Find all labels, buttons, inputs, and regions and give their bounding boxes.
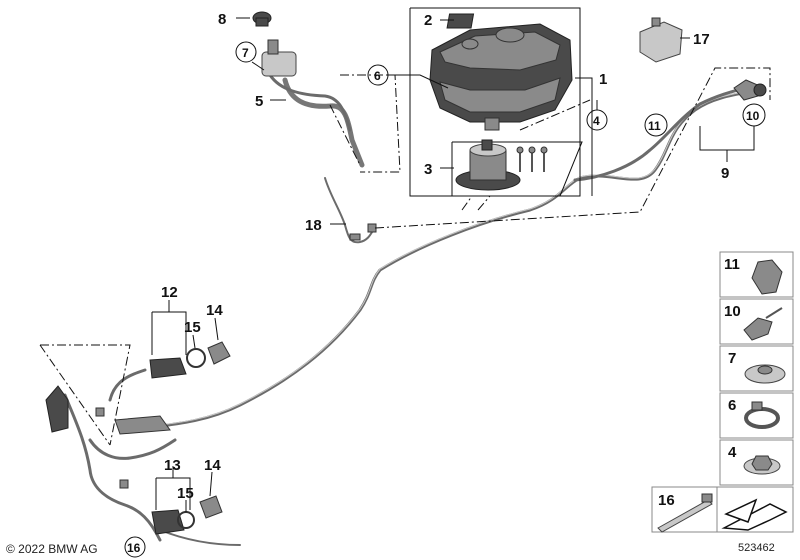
callout-18: 18 — [305, 217, 322, 234]
callout-11-circle — [644, 113, 668, 137]
fuel-tank — [429, 23, 573, 131]
tank-pad — [446, 13, 475, 29]
callout-2: 2 — [424, 12, 432, 29]
legend-cell-6 — [719, 392, 794, 439]
connector-icon-10 — [743, 317, 773, 341]
vent-pipe-18 — [324, 177, 377, 244]
callout-14-lower: 14 — [204, 457, 221, 474]
arrow-icon — [721, 503, 788, 531]
callout-4: 4 — [593, 114, 600, 128]
legend-label-11: 11 — [724, 256, 740, 273]
callout-3: 3 — [424, 161, 432, 178]
legend-label-4: 4 — [728, 444, 737, 461]
callout-14-upper: 14 — [206, 302, 223, 319]
legend-label-7: 7 — [728, 350, 736, 367]
callout-16-circle — [124, 536, 146, 558]
callout-17: 17 — [693, 31, 710, 48]
fuel-sender-unit — [455, 139, 521, 191]
bracket-17 — [639, 17, 683, 63]
document-number: 523462 — [738, 542, 775, 554]
cable-tie-icon-16 — [657, 499, 713, 533]
legend-label-10: 10 — [724, 303, 741, 320]
callout-8: 8 — [218, 11, 226, 28]
clip-icon-11 — [751, 259, 783, 295]
fuel-tank-group — [409, 7, 598, 197]
callout-7: 7 — [242, 46, 249, 60]
callout-6: 6 — [374, 69, 381, 83]
callout-13: 13 — [164, 457, 181, 474]
callout-5: 5 — [255, 93, 263, 110]
callout-6-circle — [367, 64, 389, 86]
legend-panel: 11 10 7 6 4 16 — [651, 251, 794, 533]
copyright-notice: © 2022 BMW AG — [6, 542, 98, 556]
legend-label-6: 6 — [728, 397, 736, 414]
filler-neck — [252, 11, 365, 168]
callout-15-upper: 15 — [184, 319, 201, 336]
main-fuel-line — [128, 84, 762, 432]
callout-15-lower: 15 — [177, 485, 194, 502]
callout-10-circle — [742, 103, 766, 127]
callout-16: 16 — [127, 541, 141, 555]
callout-12: 12 — [161, 284, 178, 301]
callout-1: 1 — [599, 71, 607, 88]
callout-7-circle — [235, 41, 257, 63]
callout-labels: 8 7 5 2 6 1 4 3 17 11 10 9 18 12 15 14 1… — [124, 11, 766, 558]
callout-9: 9 — [721, 165, 729, 182]
tank-bolts — [516, 146, 548, 172]
callout-10: 10 — [746, 109, 760, 123]
callout-11: 11 — [648, 119, 661, 133]
legend-label-16: 16 — [658, 492, 675, 509]
lower-assembly — [45, 341, 241, 546]
callout-4-circle — [586, 109, 608, 131]
line-section-9 — [733, 79, 767, 101]
